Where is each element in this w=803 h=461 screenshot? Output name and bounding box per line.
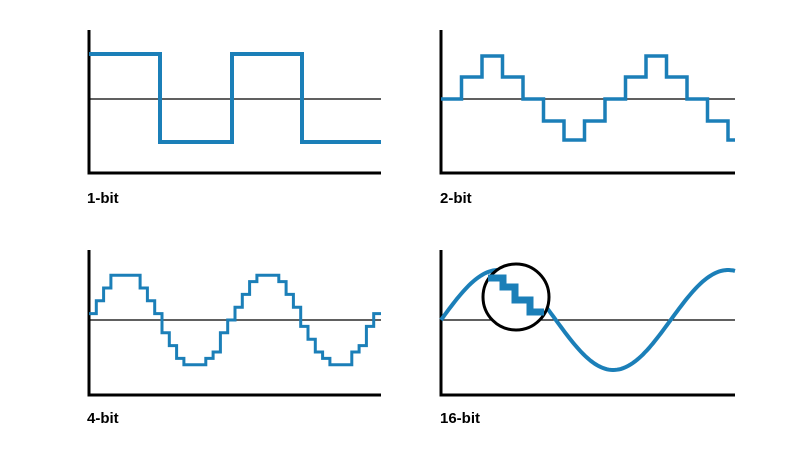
panel-4-bit <box>87 250 381 397</box>
panel-2-waveform <box>441 54 735 142</box>
panel-1-waveform <box>89 52 381 144</box>
panel-1-label: 1-bit <box>87 190 119 207</box>
panel-3-axes <box>87 250 381 397</box>
magnified-steps <box>488 274 544 316</box>
panel-1-bit <box>87 30 381 175</box>
panel-4-axes <box>439 250 735 397</box>
panel-2-bit <box>439 30 735 175</box>
panel-3-waveform <box>89 273 381 367</box>
magnifier-circle <box>481 262 551 332</box>
panel-2-label: 2-bit <box>440 190 472 207</box>
panel-3-label: 4-bit <box>87 410 119 427</box>
panel-1-axes <box>87 30 381 175</box>
panel-4-waveform <box>439 268 736 373</box>
panel-16-bit <box>439 250 736 397</box>
panel-4-label: 16-bit <box>440 410 481 427</box>
panel-2-axes <box>439 30 735 175</box>
